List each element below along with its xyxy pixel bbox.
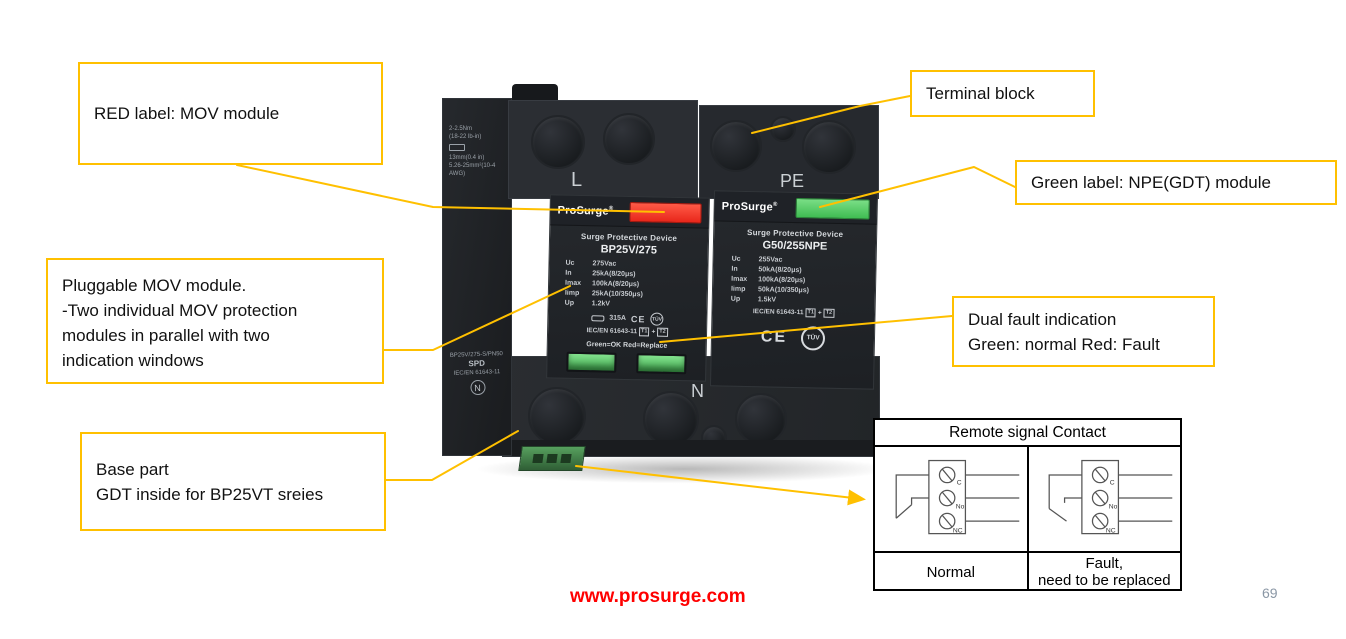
certification-marks: CE TÜV: [712, 324, 874, 351]
side-strip-length: 13mm(0.4 in): [449, 155, 485, 161]
module-title: Surge Protective Device: [580, 232, 678, 244]
ce-mark: CE: [760, 328, 788, 346]
terminal-cap: [603, 113, 655, 165]
callout-base-part: Base part GDT inside for BP25VT sreies: [80, 432, 386, 531]
cert-row: IEC/EN 61643-11 T1+T2: [712, 306, 874, 318]
side-spec-text: 2-2.5Nm (18-22 lb-in) 13mm(0.4 in) 5.26-…: [449, 125, 507, 178]
svg-text:No: No: [956, 504, 965, 511]
svg-text:No: No: [1109, 504, 1118, 511]
side-cert: IEC/EN 61643-11: [453, 369, 501, 377]
fuse-rating-row: 315A CE TÜV: [548, 310, 706, 326]
spd-device-photo: N 2-2.5Nm (18-22 lb-in) 13mm(0.4 in) 5.2…: [440, 84, 900, 484]
prosurge-logo: ProSurge®: [721, 199, 778, 214]
module-model: G50/255NPE: [762, 239, 828, 253]
remote-signal-table-header: Remote signal Contact: [875, 420, 1180, 447]
module-label-strip: ProSurge®: [550, 195, 709, 229]
fuse-rating: 315A: [609, 314, 627, 322]
t1-badge: T1: [805, 308, 817, 318]
indication-window-green: [636, 353, 687, 375]
callout-text: Pluggable MOV module.: [62, 276, 247, 295]
side-torque: 2-2.5Nm: [449, 126, 473, 132]
callout-text: Terminal block: [926, 84, 1035, 103]
side-wire-range: 5.26-25mm²(10-4 AWG): [449, 163, 496, 177]
side-torque-2: (18-22 lb-in): [449, 134, 482, 140]
din-rail-knob: [512, 84, 558, 101]
remote-signal-terminal: [518, 446, 586, 471]
n-mark-icon: N: [469, 379, 486, 396]
fault-contact-cell: C No NC: [1029, 447, 1181, 551]
remote-signal-labels: Normal Fault, need to be replaced: [875, 551, 1180, 591]
terminal-pe-label: PE: [780, 171, 805, 191]
svg-text:C: C: [957, 480, 962, 487]
fault-label: Fault, need to be replaced: [1037, 555, 1171, 589]
tuv-icon: TÜV: [800, 326, 826, 351]
terminal-cap: [528, 387, 586, 445]
callout-text: Dual fault indication: [968, 310, 1117, 329]
callout-text: GDT inside for BP25VT sreies: [96, 484, 324, 504]
connector-slot: [560, 454, 572, 463]
t2-badge: T2: [657, 327, 668, 337]
npe-gdt-module: ProSurge® Surge Protective Device G50/25…: [709, 190, 879, 390]
module-label-strip: ProSurge®: [714, 191, 878, 225]
website-link: www.prosurge.com: [570, 586, 746, 607]
mov-module: ProSurge® Surge Protective Device BP25V/…: [546, 194, 710, 382]
terminal-cap: [531, 115, 585, 169]
terminal-cap: [735, 393, 787, 445]
terminal-cap: [643, 391, 699, 447]
fault-contact-diagram: C No NC: [1048, 459, 1173, 535]
svg-text:NC: NC: [953, 528, 963, 535]
callout-dual-fault: Dual fault indication Green: normal Red:…: [952, 296, 1215, 367]
normal-label: Normal: [875, 553, 1029, 591]
red-label-strip: [629, 201, 702, 224]
fuse-icon: [591, 314, 605, 322]
indication-windows: [547, 351, 705, 375]
svg-text:C: C: [1110, 480, 1115, 487]
wire-strip-icon: [449, 144, 465, 151]
callout-text: Green: normal Red: Fault: [968, 335, 1160, 354]
terminal-cap: [710, 120, 762, 172]
callout-text: indication windows: [62, 351, 204, 370]
cert-row: IEC/EN 61643-11 T1+T2: [548, 325, 706, 337]
terminal-cap-small: [770, 116, 796, 142]
callout-green-label: Green label: NPE(GDT) module: [1015, 160, 1337, 205]
indicator-caption: Green=OK Red=Replace: [586, 341, 668, 350]
page-number: 69: [1262, 585, 1278, 601]
callout-red-label: RED label: MOV module: [78, 62, 383, 165]
callout-text: modules in parallel with two: [62, 326, 270, 345]
callout-text: Base part: [96, 459, 169, 479]
connector-slot: [546, 454, 558, 463]
connector-slot: [532, 454, 544, 463]
terminal-block-pe: PE: [699, 105, 879, 199]
green-label-strip: [795, 197, 870, 220]
callout-text: RED label: MOV module: [94, 104, 280, 123]
callout-terminal-block: Terminal block: [910, 70, 1095, 117]
normal-contact-cell: C No NC: [875, 447, 1029, 551]
side-model-text: BP25V/275-S/PN50 SPD IEC/EN 61643-11 N: [445, 350, 508, 396]
pluggable-modules: ProSurge® Surge Protective Device BP25V/…: [544, 190, 880, 392]
callout-text: Green label: NPE(GDT) module: [1031, 173, 1271, 192]
module-model: BP25V/275: [600, 243, 658, 257]
tuv-icon: TÜV: [650, 312, 664, 326]
remote-signal-table: Remote signal Contact C No NC: [873, 418, 1182, 591]
ce-mark: CE: [630, 313, 646, 324]
terminal-n-label: N: [691, 381, 704, 401]
terminal-l-label: L: [571, 169, 583, 191]
callout-text: -Two individual MOV protection: [62, 301, 298, 320]
t2-badge: T2: [823, 308, 835, 318]
remote-signal-diagrams: C No NC C No: [875, 447, 1180, 551]
terminal-block-l: L: [508, 100, 698, 199]
svg-text:NC: NC: [1106, 528, 1116, 535]
terminal-cap: [802, 120, 856, 174]
base-lip: [511, 440, 879, 456]
prosurge-logo: ProSurge®: [557, 204, 614, 218]
indication-window-green: [566, 351, 617, 373]
normal-contact-diagram: C No NC: [895, 459, 1020, 535]
callout-pluggable-mov: Pluggable MOV module. -Two individual MO…: [46, 258, 384, 384]
device-side-panel: 2-2.5Nm (18-22 lb-in) 13mm(0.4 in) 5.26-…: [442, 98, 512, 456]
t1-badge: T1: [638, 327, 650, 337]
